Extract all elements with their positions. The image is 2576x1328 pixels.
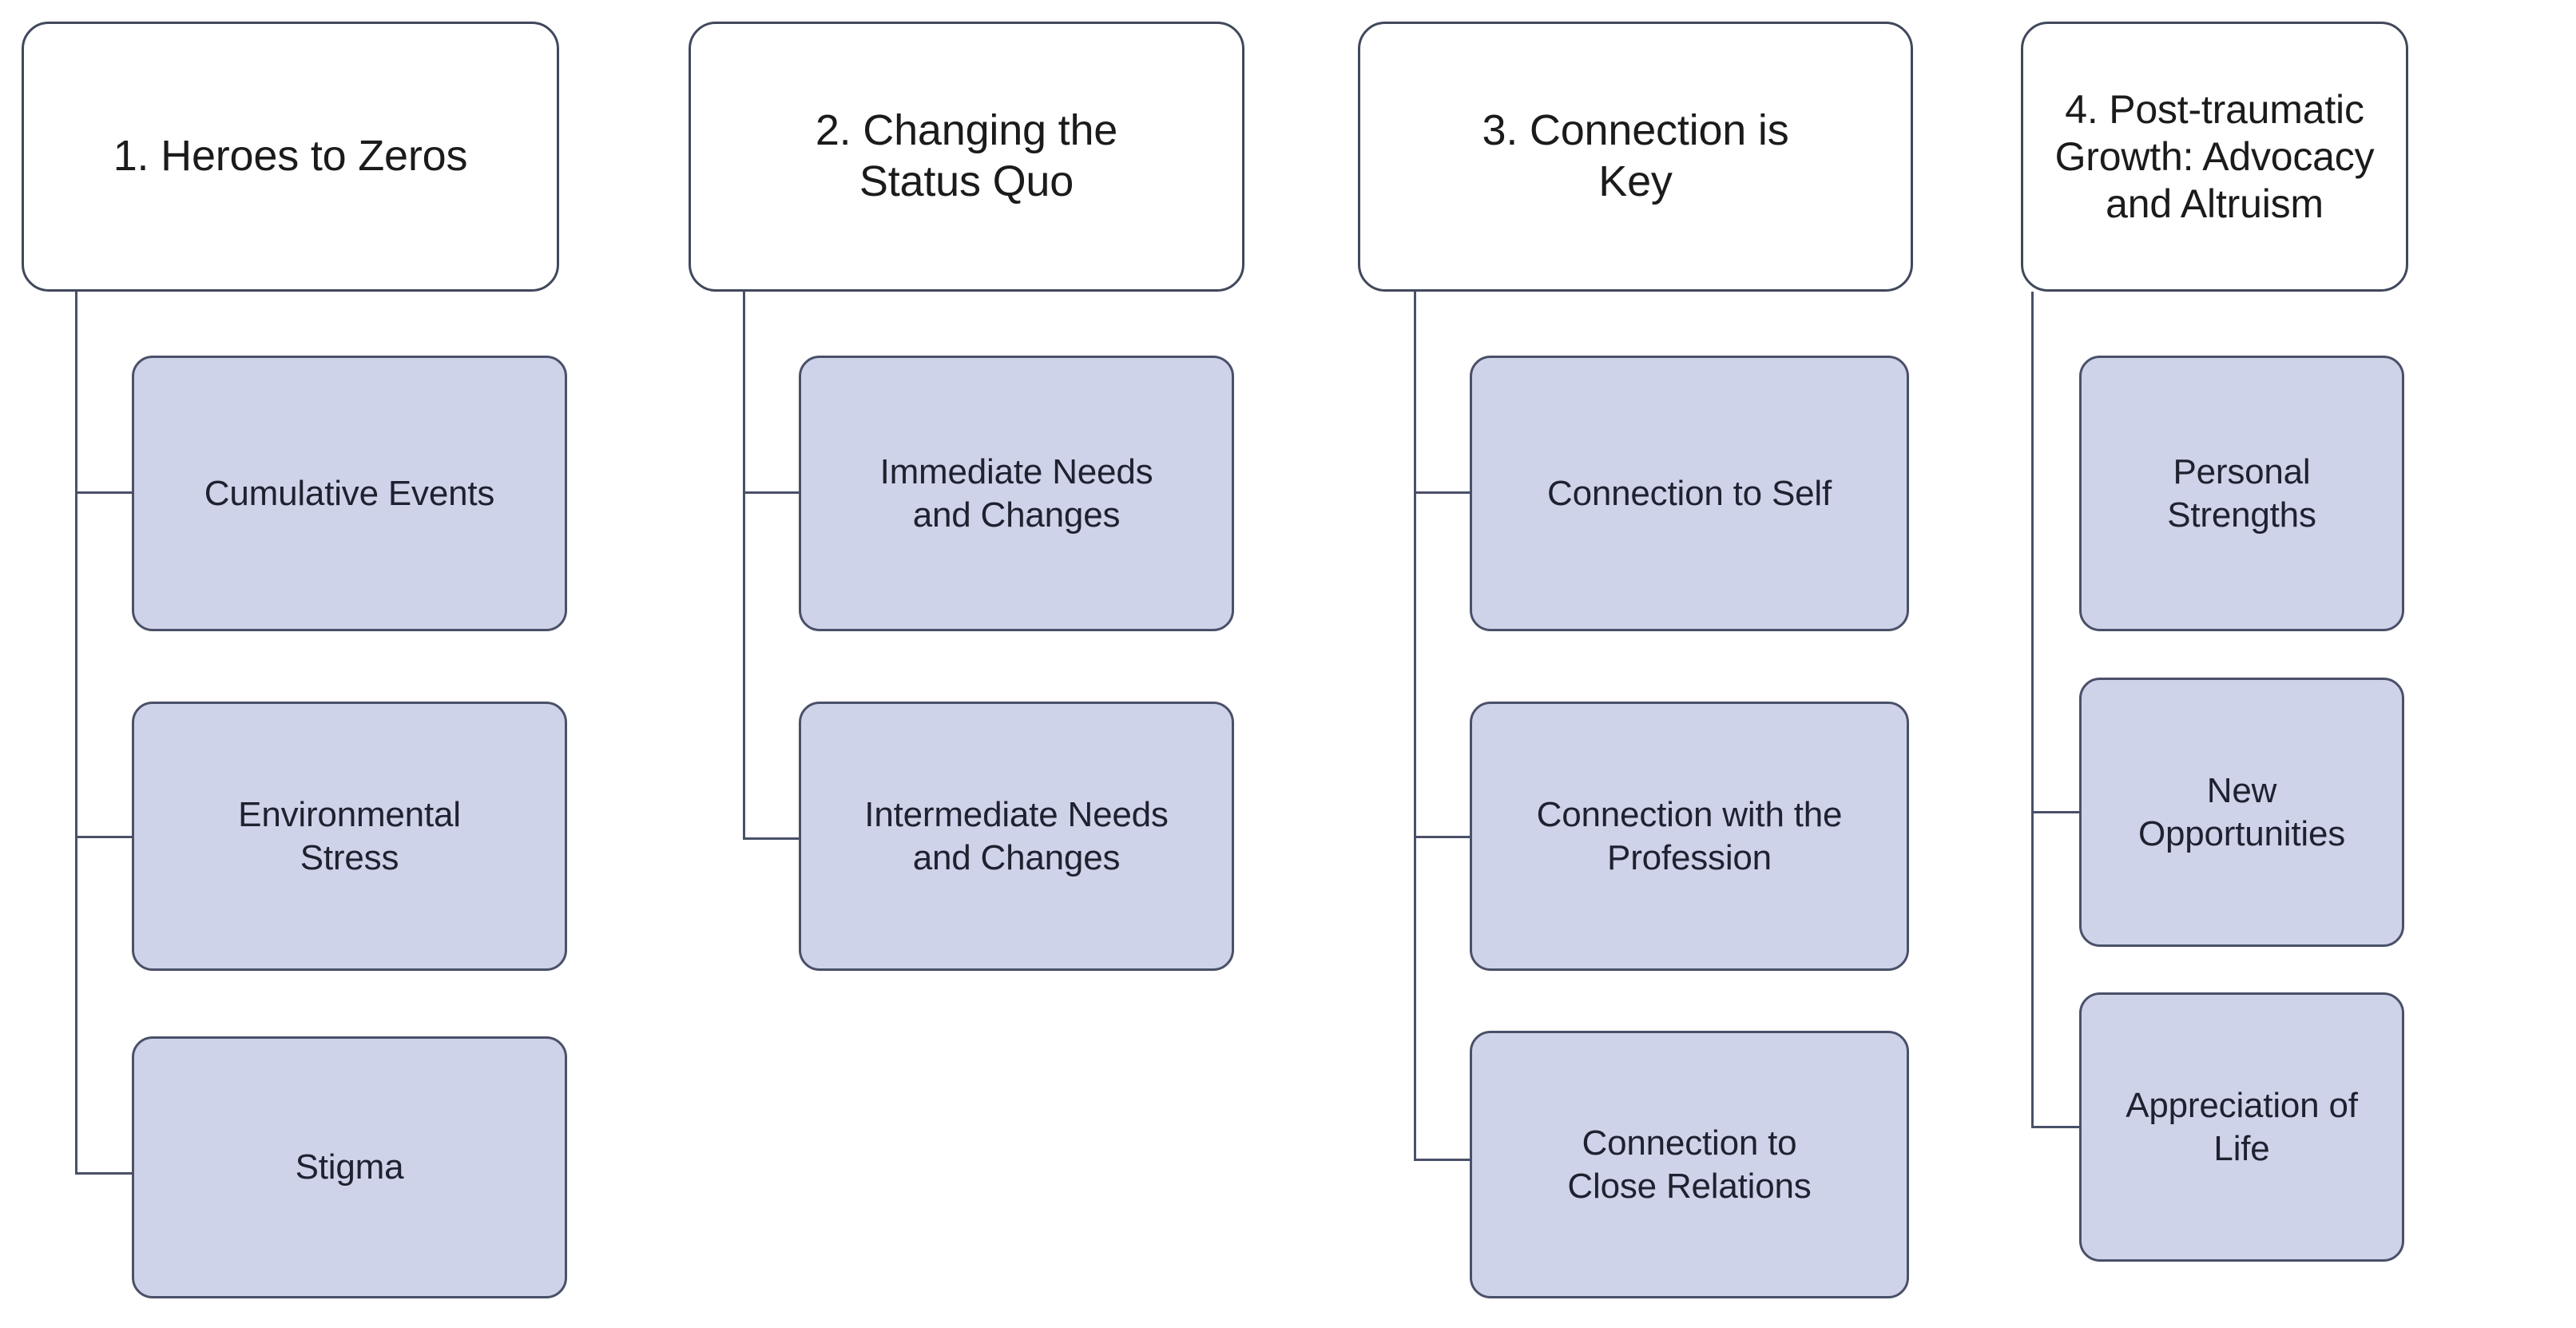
connector-branch-2-2 (743, 837, 800, 840)
theme-header-1-label: 1. Heroes to Zeros (113, 132, 468, 181)
sub-theme-4-1-label: Personal Strengths (2167, 451, 2316, 535)
theme-header-1[interactable]: 1. Heroes to Zeros (22, 22, 559, 292)
sub-theme-1-2[interactable]: Environmental Stress (132, 702, 567, 971)
sub-theme-1-1[interactable]: Cumulative Events (132, 356, 567, 631)
sub-theme-1-1-label: Cumulative Events (204, 473, 495, 513)
theme-header-3-label: 3. Connection is Key (1482, 106, 1789, 205)
sub-theme-3-3[interactable]: Connection to Close Relations (1470, 1031, 1909, 1298)
connector-trunk-2 (743, 292, 745, 840)
connector-trunk-4 (2031, 292, 2034, 1128)
sub-theme-3-3-label: Connection to Close Relations (1567, 1123, 1812, 1206)
sub-theme-2-2[interactable]: Intermediate Needs and Changes (799, 702, 1234, 971)
theme-header-4-label: 4. Post-traumatic Growth: Advocacy and A… (2054, 86, 2375, 226)
connector-branch-1-2 (75, 836, 133, 838)
sub-theme-4-2-label: New Opportunities (2137, 770, 2346, 853)
connector-branch-4-3 (2031, 1126, 2081, 1128)
sub-theme-1-3-label: Stigma (295, 1147, 404, 1187)
sub-theme-1-2-label: Environmental Stress (238, 794, 461, 877)
theme-header-3[interactable]: 3. Connection is Key (1358, 22, 1913, 292)
connector-branch-3-2 (1414, 836, 1471, 838)
theme-header-2-label: 2. Changing the Status Quo (815, 106, 1118, 205)
connector-branch-1-1 (75, 491, 133, 494)
connector-branch-3-1 (1414, 491, 1471, 494)
theme-header-4[interactable]: 4. Post-traumatic Growth: Advocacy and A… (2021, 22, 2408, 292)
connector-branch-4-2 (2031, 811, 2081, 813)
sub-theme-4-2[interactable]: New Opportunities (2079, 678, 2404, 947)
sub-theme-3-2-label: Connection with the Profession (1536, 794, 1843, 877)
connector-trunk-3 (1414, 292, 1416, 1161)
sub-theme-4-3[interactable]: Appreciation of Life (2079, 992, 2404, 1262)
sub-theme-2-2-label: Intermediate Needs and Changes (864, 794, 1169, 877)
sub-theme-3-1-label: Connection to Self (1547, 473, 1832, 513)
theme-header-2[interactable]: 2. Changing the Status Quo (689, 22, 1244, 292)
sub-theme-3-2[interactable]: Connection with the Profession (1470, 702, 1909, 971)
connector-branch-3-3 (1414, 1159, 1471, 1161)
sub-theme-2-1-label: Immediate Needs and Changes (879, 451, 1153, 535)
sub-theme-2-1[interactable]: Immediate Needs and Changes (799, 356, 1234, 631)
sub-theme-4-3-label: Appreciation of Life (2125, 1085, 2358, 1168)
connector-branch-1-3 (75, 1172, 133, 1175)
sub-theme-3-1[interactable]: Connection to Self (1470, 356, 1909, 631)
connector-trunk-1 (75, 292, 77, 1175)
sub-theme-1-3[interactable]: Stigma (132, 1036, 567, 1298)
sub-theme-4-1[interactable]: Personal Strengths (2079, 356, 2404, 631)
connector-branch-2-1 (743, 491, 800, 494)
